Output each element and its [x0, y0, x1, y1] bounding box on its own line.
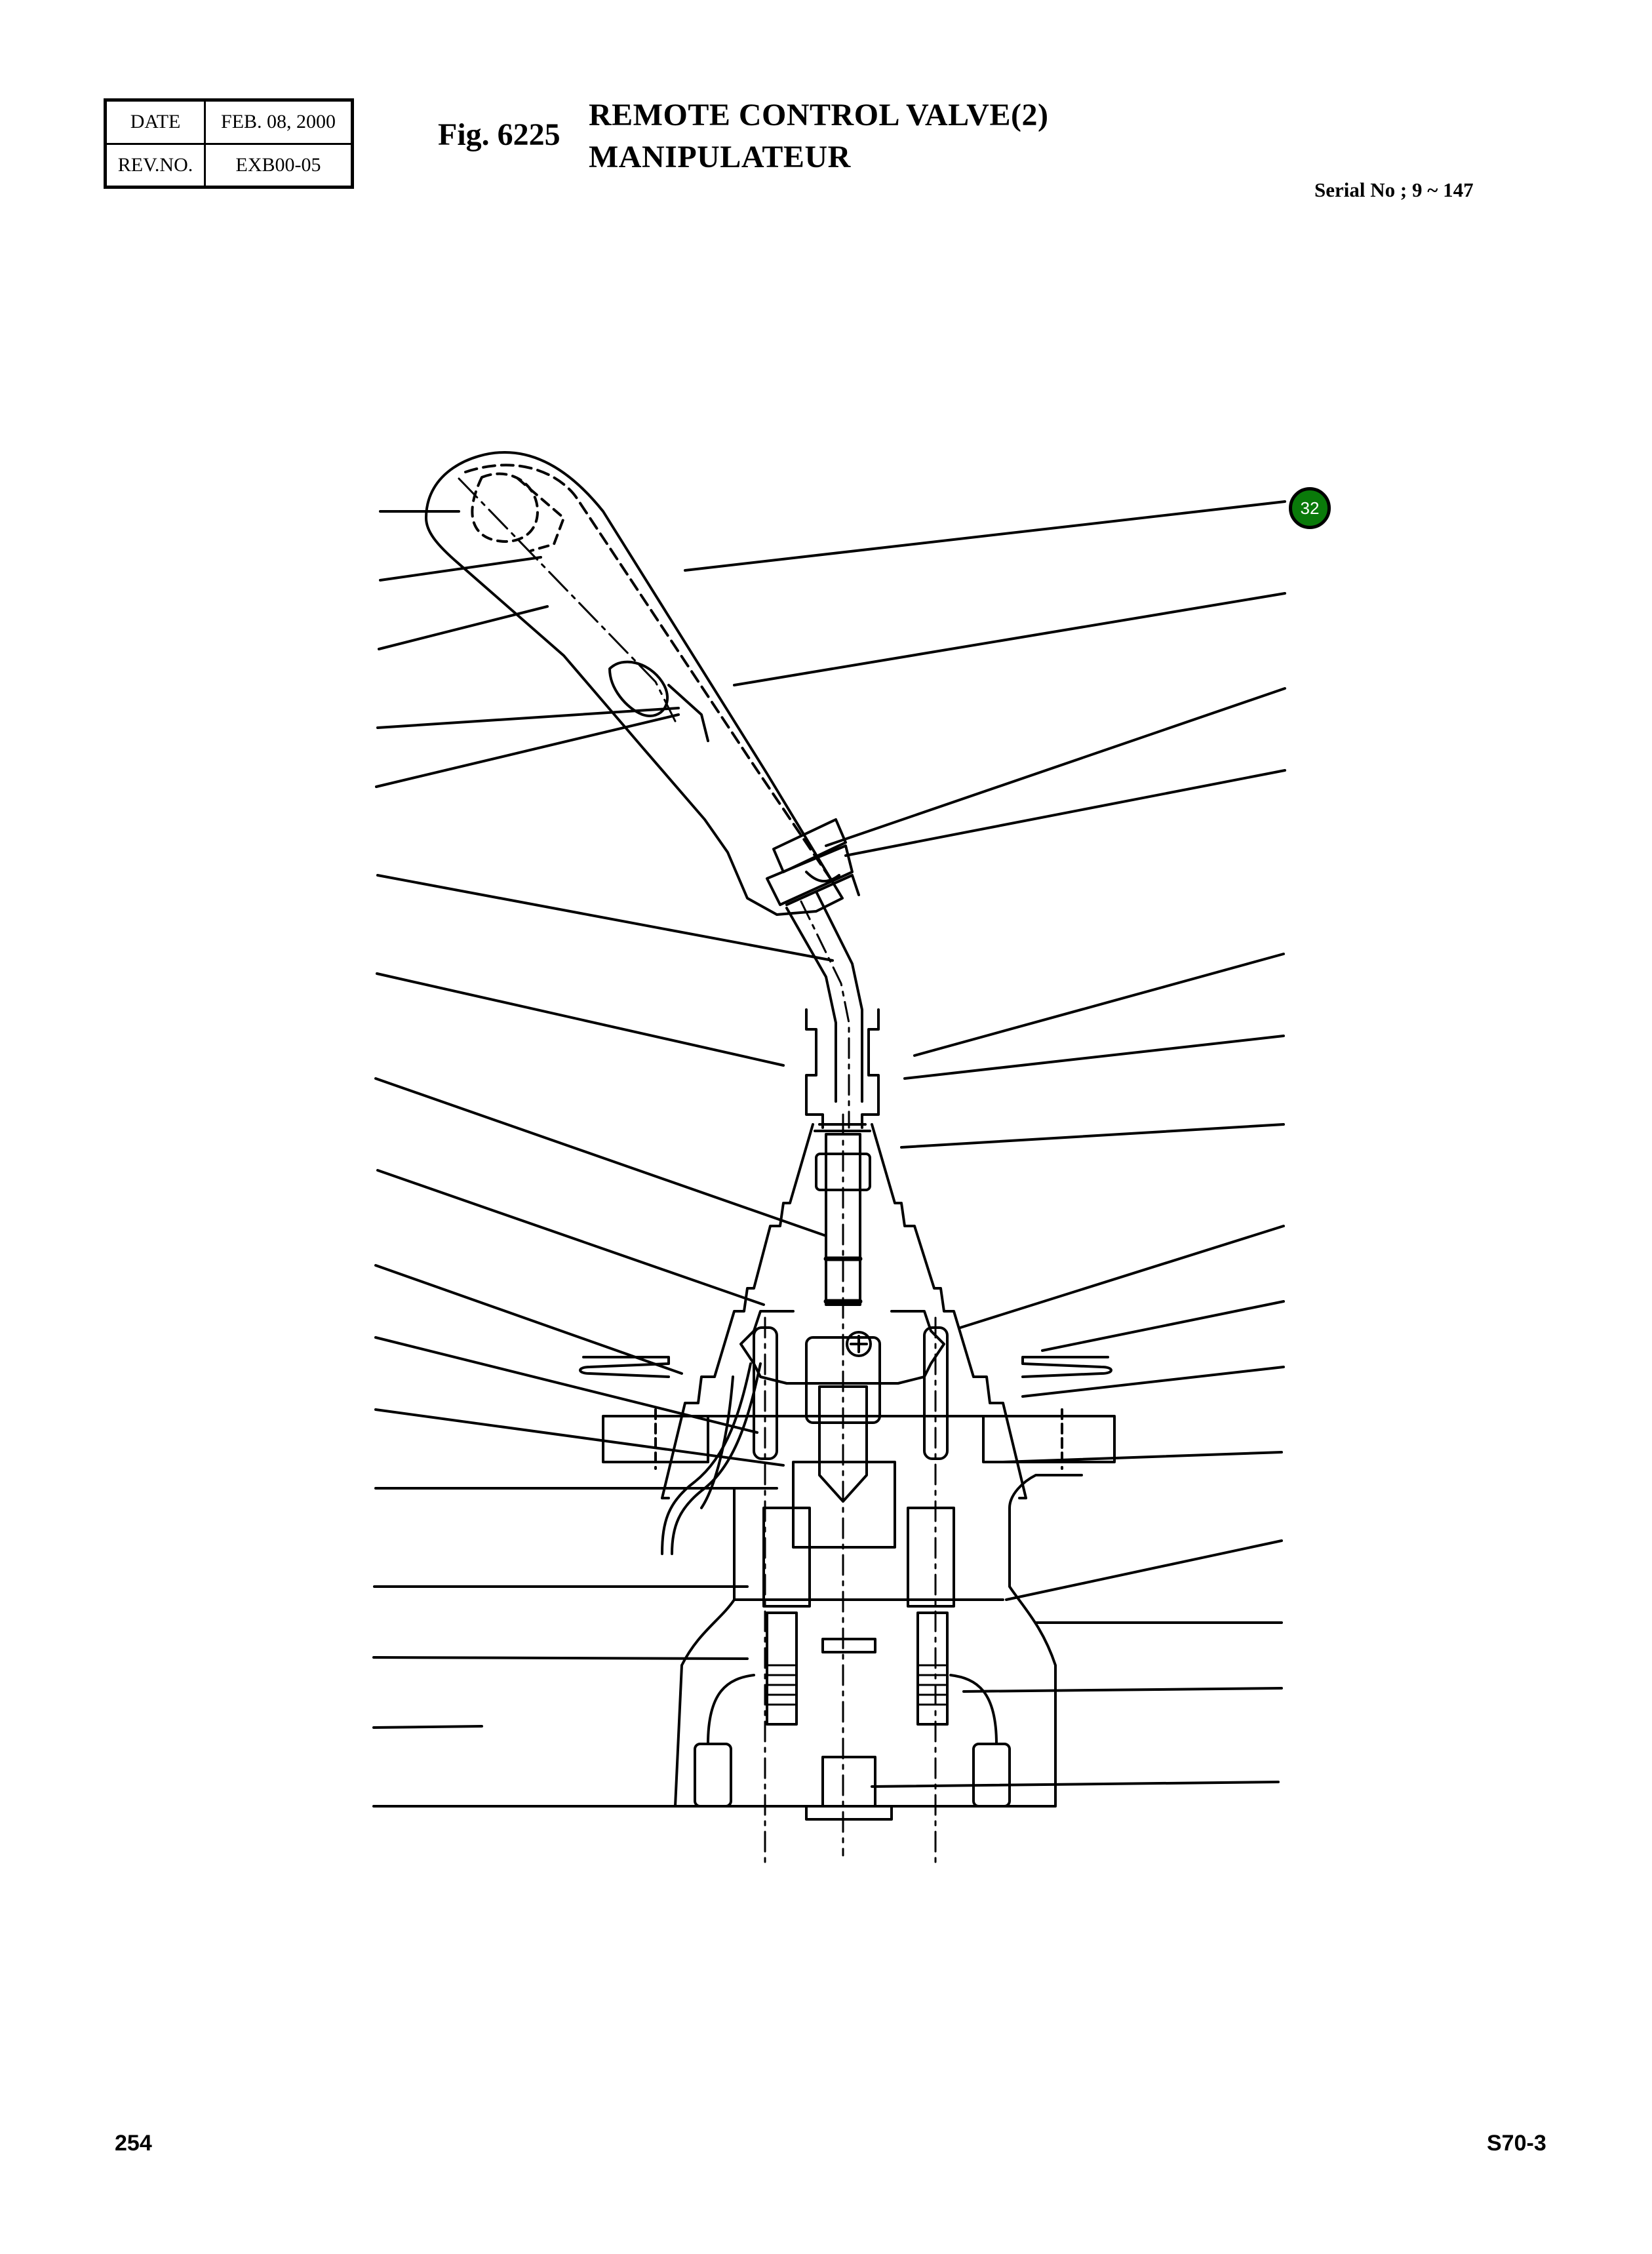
handle-grip — [425, 451, 860, 916]
serial-range: Serial No ; 9 ~ 147 — [1314, 178, 1474, 201]
revision-table: DATE FEB. 08, 2000 REV.NO. EXB00-05 — [104, 98, 354, 189]
title-english: REMOTE CONTROL VALVE(2) — [589, 98, 1049, 132]
page-number: 254 — [115, 2131, 152, 2156]
callout-badge-32[interactable]: 32 — [1289, 487, 1331, 529]
date-label: DATE — [104, 99, 206, 145]
rev-value: EXB00-05 — [204, 142, 353, 188]
model-code: S70-3 — [1487, 2131, 1546, 2156]
inner-shaft — [815, 1113, 871, 1857]
left-leader-lines — [372, 510, 834, 1808]
pusher-plate — [739, 1310, 945, 1424]
valve-body — [674, 1474, 1083, 1821]
wire-harness — [661, 1362, 762, 1555]
rev-label: REV.NO. — [104, 142, 206, 188]
title-french: MANIPULATEUR — [589, 140, 851, 174]
upper-collar — [805, 1008, 880, 1129]
mounting-flange — [579, 1356, 1116, 1470]
date-value: FEB. 08, 2000 — [204, 99, 353, 145]
centre-plug — [792, 1385, 896, 1549]
right-leader-lines — [684, 500, 1286, 1788]
lever-rod — [785, 890, 863, 1129]
figure-number: Fig. 6225 — [438, 117, 560, 152]
